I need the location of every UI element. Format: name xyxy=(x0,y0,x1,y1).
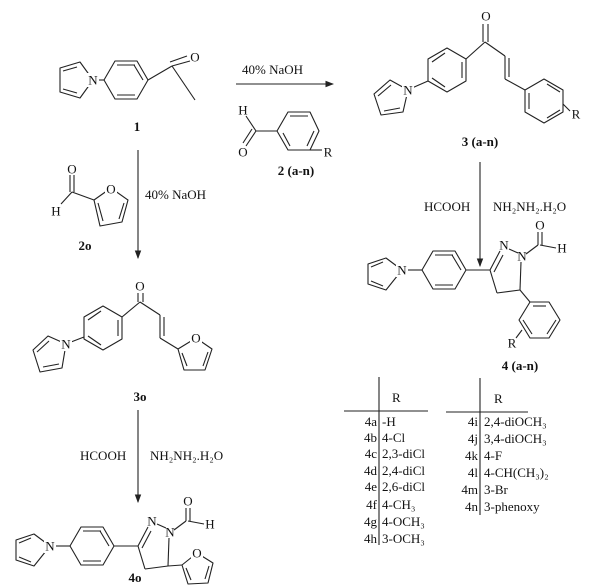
compound-3-label: 3 (a-n) xyxy=(462,134,498,149)
table-compound-id: 4l xyxy=(468,465,479,480)
table-substituent: 3-Br xyxy=(484,482,509,497)
table-compound-id: 4i xyxy=(468,414,479,429)
atom-h: H xyxy=(238,103,247,118)
compound-1-structure xyxy=(59,55,196,101)
table-substituent: 2,6-diCl xyxy=(382,479,425,494)
atom-h: H xyxy=(51,204,60,219)
atom-o: O xyxy=(135,279,144,294)
compound-3o-label: 3o xyxy=(134,389,147,404)
table-compound-id: 4c xyxy=(365,446,378,461)
atom-o: O xyxy=(535,218,544,233)
table-substituent: 4-CH₃ xyxy=(382,497,415,512)
substituent-table-right: R 4i 2,4-diOCH₃ 4j 3,4-diOCH₃ 4k 4-F 4l 4-CH(CH… xyxy=(446,378,549,515)
table-compound-id: 4n xyxy=(465,499,479,514)
table-header-r: R xyxy=(494,391,503,406)
atom-n: N xyxy=(397,263,407,278)
atom-n: N xyxy=(88,73,98,88)
atom-r: R xyxy=(324,145,333,160)
table-substituent: 3-phenoxy xyxy=(484,499,540,514)
atom-r: R xyxy=(508,336,517,351)
atom-h: H xyxy=(205,517,214,532)
atom-o: O xyxy=(238,145,247,160)
atom-o: O xyxy=(183,494,192,509)
compound-2-structure xyxy=(242,111,322,151)
atom-n: N xyxy=(45,539,55,554)
table-substituent: 2,3-diCl xyxy=(382,446,425,461)
table-substituent: 4-CH(CH₃)₂ xyxy=(484,465,549,480)
compound-4o-label: 4o xyxy=(129,570,142,585)
atom-n: N xyxy=(403,83,413,98)
table-substituent: 2,4-diOCH₃ xyxy=(484,414,547,429)
atom-n: N xyxy=(147,514,157,529)
atom-o: O xyxy=(191,331,200,346)
reagent-naoh: 40% NaOH xyxy=(145,187,206,202)
compound-4o-structure xyxy=(15,508,214,585)
reagent-hcooh: HCOOH xyxy=(424,199,470,214)
table-compound-id: 4k xyxy=(465,448,479,463)
table-substituent: -H xyxy=(382,414,396,429)
table-header-r: R xyxy=(392,390,401,405)
table-compound-id: 4f xyxy=(366,497,378,512)
table-substituent: 4-F xyxy=(484,448,502,463)
compound-1-label: 1 xyxy=(134,119,141,134)
table-compound-id: 4j xyxy=(468,431,478,446)
atom-h: H xyxy=(557,241,566,256)
table-compound-id: 4a xyxy=(365,414,378,429)
reagent-hcooh: HCOOH xyxy=(80,448,126,463)
compound-2o-label: 2o xyxy=(79,238,92,253)
atom-o: O xyxy=(106,182,115,197)
atom-n: N xyxy=(61,337,71,352)
atom-n: N xyxy=(165,525,175,540)
atom-o: O xyxy=(481,9,490,24)
table-compound-id: 4d xyxy=(364,463,378,478)
table-substituent: 3-OCH₃ xyxy=(382,531,425,546)
reagent-hydrazine: NH₂NH₂.H₂O xyxy=(493,199,566,214)
compound-3-structure xyxy=(373,24,571,124)
table-substituent: 4-Cl xyxy=(382,430,406,445)
compound-4-structure xyxy=(367,232,561,339)
compound-2-label: 2 (a-n) xyxy=(278,163,314,178)
compound-2o-structure xyxy=(60,175,129,227)
table-compound-id: 4g xyxy=(364,514,378,529)
table-substituent: 4-OCH₃ xyxy=(382,514,425,529)
compound-4-label: 4 (a-n) xyxy=(502,358,538,373)
substituent-table-left: R 4a -H 4b 4-Cl 4c 2,3-diCl 4d 2,4-diCl 4e 2,6-di… xyxy=(344,377,428,546)
reagent-hydrazine: NH₂NH₂.H₂O xyxy=(150,448,223,463)
table-compound-id: 4e xyxy=(365,479,378,494)
compound-3o-structure xyxy=(32,293,213,373)
atom-r: R xyxy=(572,107,581,122)
atom-o: O xyxy=(192,546,201,561)
atom-o: O xyxy=(190,50,199,65)
atom-o: O xyxy=(67,162,76,177)
table-compound-id: 4h xyxy=(364,531,378,546)
atom-n: N xyxy=(499,238,509,253)
table-substituent: 2,4-diCl xyxy=(382,463,425,478)
table-compound-id: 4m xyxy=(461,482,478,497)
reagent-naoh: 40% NaOH xyxy=(242,62,303,77)
atom-n: N xyxy=(517,249,527,264)
table-compound-id: 4b xyxy=(364,430,377,445)
table-substituent: 3,4-diOCH₃ xyxy=(484,431,547,446)
